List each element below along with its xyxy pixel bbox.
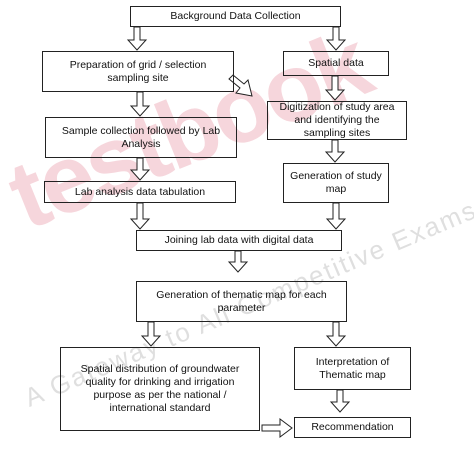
label-thematic: Generation of thematic map for each para… [156,288,327,314]
arrow-bg-to-grid [126,26,148,51]
arrow-grid-to-sample [129,91,151,117]
label-interpretation: Interpretation of Thematic map [315,355,390,381]
arrow-map-to-join [325,202,347,230]
label-recommendation: Recommendation [311,421,394,433]
label-studymap: Generation of study map [290,170,382,195]
arrow-sample-to-tab [129,157,151,181]
box-grid-preparation: Preparation of grid / selection sampling… [42,51,234,92]
arrow-tab-to-join [129,202,151,230]
arrow-thematic-to-dist [140,321,162,347]
label-background: Background Data Collection [170,10,301,22]
box-study-map: Generation of study map [283,163,389,203]
arrow-digit-to-map [324,139,346,163]
box-interpretation: Interpretation of Thematic map [294,347,411,390]
box-sample-collection: Sample collection followed by Lab Analys… [45,117,237,158]
arrow-interp-to-rec [329,389,351,413]
box-recommendation: Recommendation [294,417,411,438]
label-sample: Sample collection followed by Lab Analys… [61,124,221,150]
label-joining: Joining lab data with digital data [164,234,314,246]
box-digitization: Digitization of study area and identifyi… [267,101,407,140]
label-grid: Preparation of grid / selection sampling… [69,58,207,84]
label-digitization: Digitization of study area and identifyi… [279,101,395,139]
label-distribution: Spatial distribution of groundwater qual… [80,363,240,414]
box-spatial-distribution: Spatial distribution of groundwater qual… [60,347,260,431]
arrow-spatial-to-digit [324,75,346,101]
label-tabulation: Lab analysis data tabulation [74,185,206,198]
box-thematic-map: Generation of thematic map for each para… [136,281,347,322]
label-spatial: Spatial data [308,57,364,69]
arrow-join-to-thematic [227,250,249,273]
arrow-dist-to-rec [261,418,293,438]
arrow-bg-to-spatial [325,26,347,51]
arrow-thematic-to-interp [325,321,347,347]
arrow-grid-to-digit [228,74,253,97]
box-joining-data: Joining lab data with digital data [136,230,342,251]
box-spatial-data: Spatial data [283,51,389,76]
box-lab-tabulation: Lab analysis data tabulation [44,181,236,203]
box-background-data-collection: Background Data Collection [130,6,341,27]
